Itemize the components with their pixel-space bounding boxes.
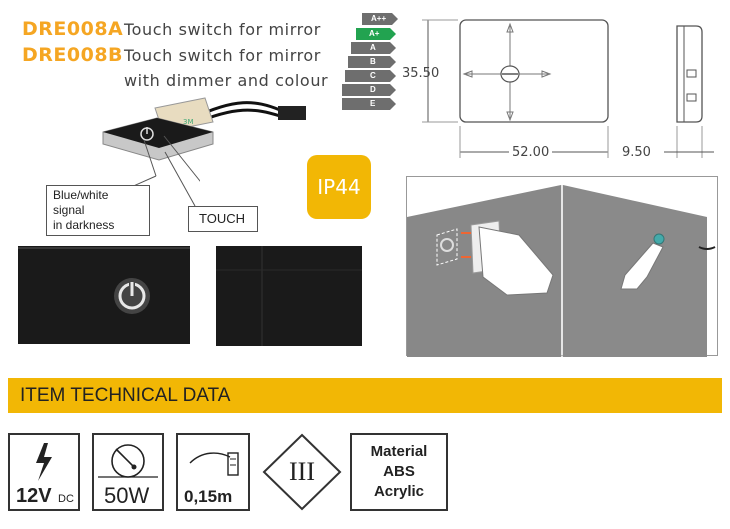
- class-value: III: [289, 457, 315, 486]
- spec-cable: 0,15m: [176, 433, 250, 511]
- lightning-icon: [36, 443, 52, 481]
- arrow-right-icon: [541, 70, 552, 78]
- signal-callout-line2: in darkness: [53, 218, 115, 232]
- cable-icon: [189, 452, 231, 464]
- energy-class-a-plus: A+: [356, 28, 396, 40]
- arrow-left-icon: [462, 70, 473, 78]
- energy-class-c: C: [345, 70, 396, 82]
- front-view-outline: [459, 19, 609, 123]
- side-view-outline: [676, 25, 703, 123]
- left-hand-icon: [478, 226, 554, 296]
- section-header: ITEM TECHNICAL DATA: [8, 378, 722, 413]
- cable-length: 0,15m: [184, 487, 233, 506]
- energy-class-a: A: [351, 42, 396, 54]
- installation-illustration: [406, 176, 718, 357]
- technical-drawing: [422, 19, 714, 158]
- product-desc-b-line1: Touch switch for mirror: [124, 46, 321, 65]
- energy-class-d: D: [342, 84, 396, 96]
- class-diamond-icon: [262, 433, 342, 511]
- product-front-photo: [18, 246, 190, 344]
- energy-class-a-plus-plus: A++: [362, 13, 398, 25]
- energy-class-b: B: [348, 56, 396, 68]
- power-value: 50W: [104, 483, 150, 508]
- side-connector: [686, 69, 697, 78]
- energy-class-e: E: [342, 98, 396, 110]
- spec-class: III: [262, 433, 342, 511]
- product-back-photo: [216, 246, 362, 346]
- product-code-a: DRE008A: [22, 18, 124, 40]
- pad-logo: 3M: [183, 118, 194, 126]
- section-title: ITEM TECHNICAL DATA: [20, 385, 231, 406]
- signal-callout: Blue/white signal in darkness: [46, 185, 150, 236]
- right-hand-icon: [620, 242, 664, 290]
- product-desc-b-line2: with dimmer and colour: [124, 71, 329, 90]
- ip-rating-badge: IP44: [307, 155, 371, 219]
- spec-voltage: 12V DC: [8, 433, 80, 511]
- spec-material: Material ABS Acrylic: [350, 433, 448, 511]
- product-photo-with-cable: 3M: [102, 97, 306, 161]
- width-dimension: 52.00: [509, 145, 553, 160]
- cable-connector: [278, 106, 306, 120]
- touch-callout: TOUCH: [188, 206, 258, 232]
- product-desc-a: Touch switch for mirror: [124, 20, 321, 39]
- touch-point-icon: [653, 233, 665, 245]
- product-code-b: DRE008B: [22, 44, 124, 66]
- arrow-down-icon: [506, 111, 514, 122]
- material-abs: ABS: [383, 463, 415, 480]
- arrow-up-icon: [506, 22, 514, 33]
- material-acrylic: Acrylic: [373, 483, 425, 500]
- spec-power: 50W: [92, 433, 164, 511]
- signal-callout-line1: Blue/white signal: [53, 188, 109, 217]
- material-title: Material: [370, 443, 428, 460]
- voltage-unit: DC: [58, 493, 74, 505]
- height-dimension: 35.50: [402, 66, 440, 81]
- voltage-value: 12V: [16, 485, 52, 507]
- depth-dimension: 9.50: [620, 145, 653, 160]
